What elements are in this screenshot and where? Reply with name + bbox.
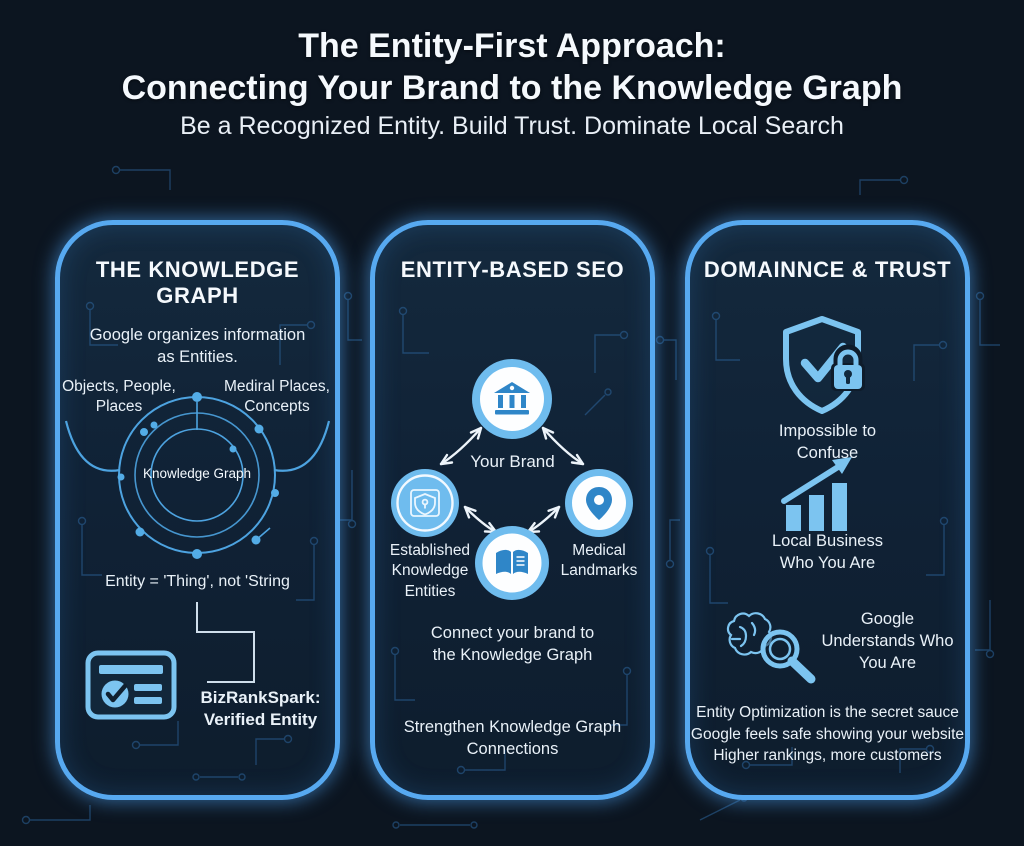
circuit-pattern xyxy=(77,301,319,781)
verified-card-icon xyxy=(85,650,177,720)
open-book-icon xyxy=(475,526,549,600)
panel3-footer-text: Entity Optimization is the secret sauce … xyxy=(690,704,965,765)
knowledge-graph-diagram xyxy=(64,392,331,559)
panel2-text2: Strengthen Knowledge Graph Connections xyxy=(403,718,622,758)
connection-arrows xyxy=(439,426,585,534)
panel2-heading: ENTITY-BASED SEO xyxy=(400,257,625,282)
node-label-established: Established Knowledge Entities xyxy=(389,542,471,600)
entity-seo-art xyxy=(390,306,633,775)
circuit-pattern xyxy=(705,311,949,773)
panel3-item2-label: Local Business Who You Are xyxy=(772,532,883,572)
panel1-intro: Google organizes information as Entities… xyxy=(89,326,306,366)
panel2-text1: Connect your brand to the Knowledge Grap… xyxy=(430,624,595,664)
node-label-your-brand: Your Brand xyxy=(470,452,555,471)
elbow-connector-line xyxy=(196,602,255,683)
panel1-card-label: BizRankSpark: Verified Entity xyxy=(200,688,321,730)
padlock-icon xyxy=(831,344,865,391)
dominance-trust-art xyxy=(705,311,949,773)
brain-search-icon xyxy=(726,612,816,684)
knowledge-graph-art xyxy=(64,301,331,781)
shield-lock-icon xyxy=(783,316,865,414)
main-subtitle: Be a Recognized Entity. Build Trust. Dom… xyxy=(180,112,844,140)
panel3-heading: DOMAINNCE & TRUST xyxy=(703,257,952,282)
growth-chart-icon xyxy=(781,457,852,531)
circuit-pattern xyxy=(390,306,632,775)
panel3-item3-label: Google Understands Who You Are xyxy=(821,610,954,672)
shield-badge-icon xyxy=(391,469,459,537)
panel-dominance-trust: DOMAINNCE & TRUST Impossible to Confuse … xyxy=(685,220,970,800)
location-pin-icon xyxy=(565,469,633,537)
node-label-landmarks: Medical Landmarks xyxy=(560,542,638,580)
panel-knowledge-graph: THE KNOWLEDGE GRAPH Google organizes inf… xyxy=(55,220,340,800)
main-title-line2: Connecting Your Brand to the Knowledge G… xyxy=(121,69,903,107)
panel3-item1-label: Impossible to Confuse xyxy=(778,422,877,462)
panel1-label-right: Mediral Places, Concepts xyxy=(224,378,330,416)
bank-icon xyxy=(472,359,552,439)
panel1-entity-note: Entity = 'Thing', not 'String xyxy=(105,573,290,590)
panel1-label-left: Objects, People, Places xyxy=(62,378,176,416)
panel1-heading: THE KNOWLEDGE GRAPH xyxy=(95,257,300,308)
knowledge-graph-center-label: Knowledge Graph xyxy=(142,466,252,481)
panel-entity-based-seo: ENTITY-BASED SEO Your Brand Established … xyxy=(370,220,655,800)
main-title-line1: The Entity-First Approach: xyxy=(298,27,726,65)
